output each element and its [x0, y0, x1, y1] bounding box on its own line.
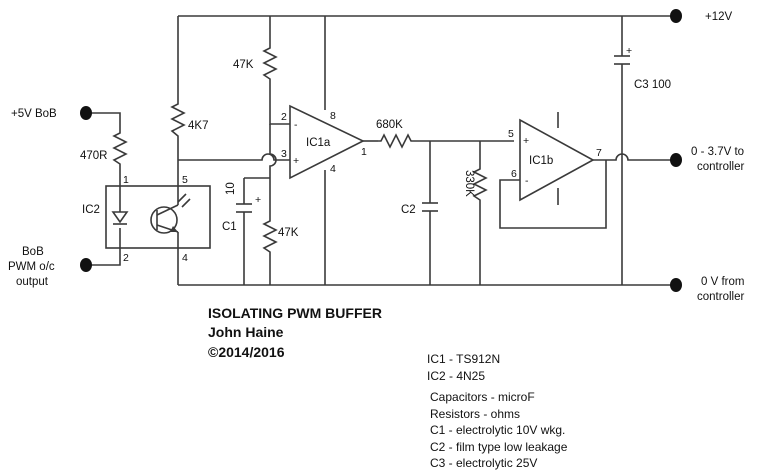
resistor-4k7	[170, 100, 186, 140]
pin-ic2-4: 4	[182, 252, 188, 264]
ic2-body	[105, 185, 211, 249]
led-diode-icon	[111, 211, 129, 224]
title-line-1: ISOLATING PWM BUFFER	[208, 305, 382, 321]
note-c2: C2 - film type low leakage	[430, 439, 568, 454]
note-c1: C1 - electrolytic 10V wkg.	[430, 423, 566, 437]
terminal-output	[670, 153, 682, 167]
notes-ic-list: IC1 - TS912N IC2 - 4N25	[427, 351, 500, 384]
capacitors	[236, 55, 630, 213]
opamp-ic1a	[289, 104, 365, 180]
label-r-330k: 330K	[463, 170, 475, 197]
label-c2: C2	[401, 204, 416, 216]
label-r-47k-top: 47K	[233, 59, 254, 71]
wires	[86, 15, 676, 286]
resistor-470r	[112, 130, 128, 168]
terminal-plus12v	[670, 9, 682, 23]
note-c3: C3 - electrolytic 25V	[430, 456, 538, 470]
label-r-680k: 680K	[376, 119, 403, 131]
wire-divider-mid	[269, 124, 277, 218]
label-bob: BoB	[22, 246, 44, 258]
label-out-range: 0 - 3.7V to	[691, 146, 744, 158]
light-arrow-2	[181, 198, 191, 208]
resistor-47k-bottom	[262, 218, 278, 256]
pin-ic1a-8: 8	[330, 110, 336, 122]
note-ic1: IC1 - TS912N	[427, 352, 501, 366]
pin-ic2-1: 1	[123, 174, 129, 186]
wire-collector-ic1a-p3	[178, 153, 290, 161]
wire-5v-in	[86, 112, 121, 130]
terminal-5v-bob	[80, 106, 92, 120]
note-capacitor-units: Capacitors - microF	[430, 390, 535, 404]
wire-47k-top-ic1a	[269, 82, 290, 125]
terminal-bob-pwm	[80, 258, 92, 272]
phototransistor-circle	[150, 206, 178, 234]
wire-led-k	[86, 228, 121, 266]
labels: +12V +5V BoB BoB PWM o/c output 0 - 3.7V…	[8, 11, 744, 360]
label-c1-value: 10	[225, 182, 237, 195]
pin-ic1b-7: 7	[596, 147, 602, 159]
pin-ic1a-3: 3	[281, 148, 287, 160]
resistor-680k	[378, 133, 414, 149]
pin-ic1b-5: 5	[508, 128, 514, 140]
opamp-ic1b	[519, 118, 595, 202]
label-out-controller: controller	[697, 161, 744, 173]
label-ic1b: IC1b	[529, 155, 553, 167]
resistor-47k-top	[262, 45, 278, 82]
phototransistor-collector	[156, 204, 179, 216]
terminals	[80, 9, 682, 292]
wire-ic1b-out	[593, 153, 676, 161]
wire-ic1b-p6	[499, 160, 607, 229]
pin-ic2-5: 5	[182, 174, 188, 186]
ic2-optocoupler	[105, 185, 211, 249]
ic1b-plus-sign: +	[523, 135, 529, 147]
pin-ic1b-6: 6	[511, 168, 517, 180]
notes-component-list: Capacitors - microF Resistors - ohms C1 …	[430, 389, 567, 471]
label-ic1a: IC1a	[306, 137, 331, 149]
label-ic2: IC2	[82, 204, 100, 216]
note-resistor-units: Resistors - ohms	[430, 406, 521, 421]
note-ic2: IC2 - 4N25	[427, 368, 486, 383]
terminal-0v	[670, 278, 682, 292]
label-c3: C3 100	[634, 79, 671, 91]
label-plus12v: +12V	[705, 11, 733, 23]
resistor-330k	[472, 166, 488, 204]
c1-plus-sign: +	[255, 194, 261, 206]
pin-ic1a-4: 4	[330, 163, 336, 175]
label-pwm-oc: PWM o/c	[8, 261, 55, 273]
title-line-2: John Haine	[208, 324, 284, 340]
pin-ic1a-2: 2	[281, 111, 287, 123]
label-r-47k-bottom: 47K	[278, 227, 299, 239]
label-0v-from: 0 V from	[701, 276, 744, 288]
light-arrow-1	[177, 193, 187, 203]
ic1a-minus-sign: -	[294, 119, 298, 131]
label-c1: C1	[222, 221, 237, 233]
ic1a-plus-sign: +	[293, 155, 299, 167]
resistors	[112, 45, 488, 256]
pin-ic2-2: 2	[123, 252, 129, 264]
emitter-arrow-icon	[170, 226, 178, 232]
pin-ic1a-1: 1	[361, 146, 367, 158]
label-0v-controller: controller	[697, 291, 744, 303]
label-r-470: 470R	[80, 150, 108, 162]
title-line-3: ©2014/2016	[208, 344, 285, 360]
label-output: output	[16, 276, 49, 288]
c3-plus-sign: +	[626, 45, 632, 57]
label-r-4k7: 4K7	[188, 120, 208, 132]
ic1b-minus-sign: -	[525, 175, 529, 187]
label-5v-bob: +5V BoB	[11, 108, 57, 120]
